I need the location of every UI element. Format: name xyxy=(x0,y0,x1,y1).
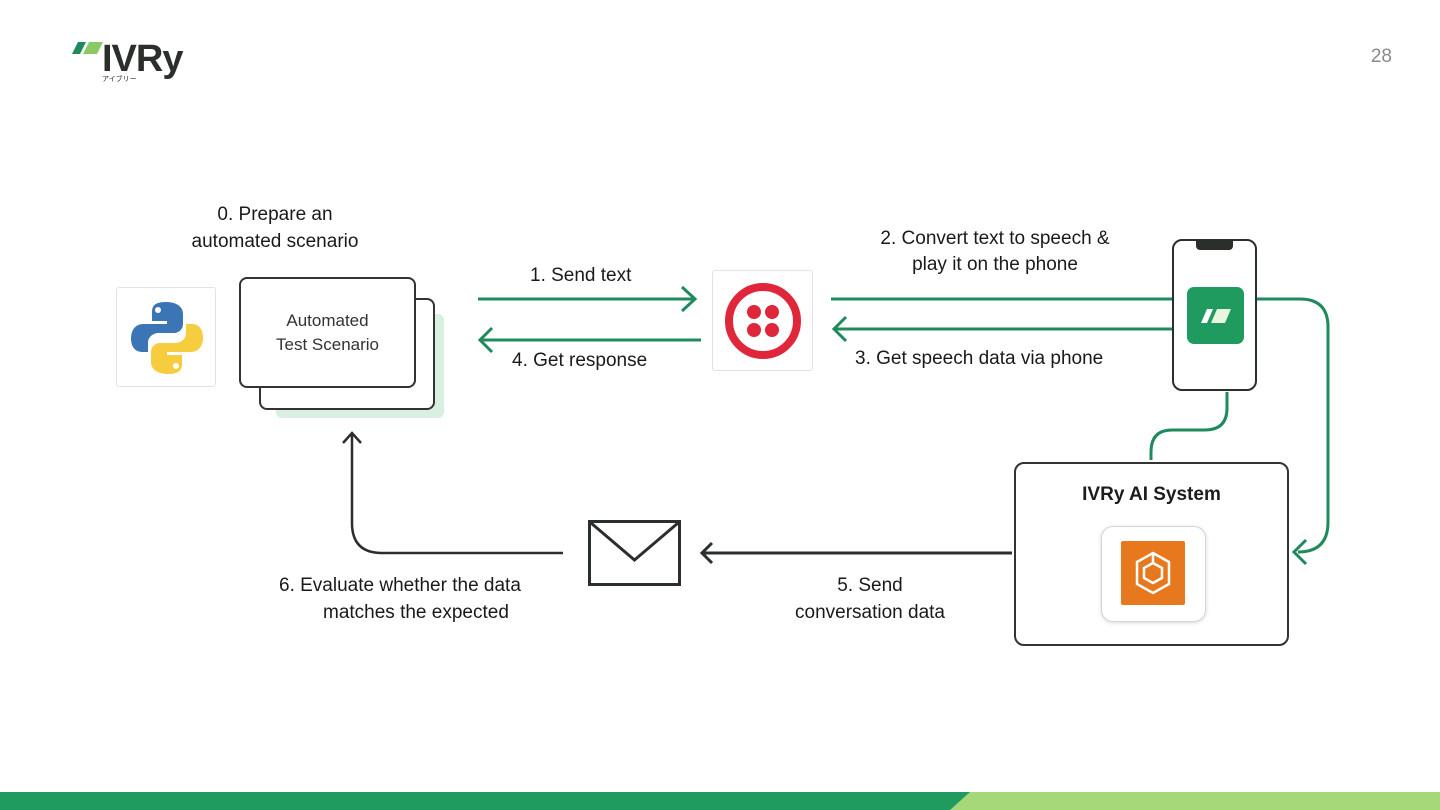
step2-label: 2. Convert text to speech & play it on t… xyxy=(856,226,1134,277)
step6-line2: matches the expected xyxy=(323,601,509,623)
step1-label: 1. Send text xyxy=(530,265,632,286)
step0-line1: 0. Prepare an xyxy=(217,204,333,225)
step6-label: 6. Evaluate whether the data matches the… xyxy=(279,573,521,626)
step0-label: 0. Prepare an automated scenario xyxy=(160,202,390,255)
arrow-send-text xyxy=(478,285,698,313)
aws-tile xyxy=(1101,526,1206,622)
brand-name: IVRy xyxy=(102,38,183,80)
step0-line2: automated scenario xyxy=(191,230,359,252)
ivry-logo: IVRy アイブリー xyxy=(72,38,192,86)
step6-line1: 6. Evaluate whether the data xyxy=(279,575,521,596)
ivry-logo-mark-icon xyxy=(72,42,103,54)
footer-bar-light xyxy=(950,792,1440,810)
step2-line2: play it on the phone xyxy=(912,253,1078,275)
arrow-get-response xyxy=(477,326,701,354)
ivry-app-icon xyxy=(1187,287,1244,344)
phone-notch xyxy=(1196,241,1233,250)
step5-line2: conversation data xyxy=(795,601,945,623)
ai-system-title: IVRy AI System xyxy=(1082,484,1221,505)
smartphone-icon xyxy=(1172,239,1257,391)
aws-ecs-icon xyxy=(1121,541,1185,605)
arrow-send-conversation-data xyxy=(699,541,1012,565)
step3-label: 3. Get speech data via phone xyxy=(855,348,1104,369)
step4-label: 4. Get response xyxy=(512,350,648,371)
connector-phone-ai xyxy=(1149,392,1229,460)
step5-line1: 5. Send xyxy=(837,575,903,596)
step5-label: 5. Send conversation data xyxy=(770,573,970,626)
envelope-icon xyxy=(588,520,681,586)
brand-subtitle: アイブリー xyxy=(102,76,137,83)
arrow-phone-to-ai-system xyxy=(1257,297,1330,566)
twilio-logo-tile xyxy=(712,270,813,371)
scenario-card: Automated Test Scenario xyxy=(239,277,416,388)
arrow-get-speech-data xyxy=(831,315,1172,343)
scenario-card-line1: Automated xyxy=(286,310,369,330)
scenario-card-line2: Test Scenario xyxy=(276,334,379,354)
ivry-ai-system-box: IVRy AI System xyxy=(1014,462,1289,646)
python-logo-icon xyxy=(131,302,203,374)
footer-bar-green xyxy=(0,792,980,810)
arrow-evaluate xyxy=(342,431,563,555)
step2-line1: 2. Convert text to speech & xyxy=(880,228,1110,249)
page-number: 28 xyxy=(1370,46,1392,67)
python-logo-tile xyxy=(116,287,216,387)
twilio-logo-icon xyxy=(725,283,801,359)
